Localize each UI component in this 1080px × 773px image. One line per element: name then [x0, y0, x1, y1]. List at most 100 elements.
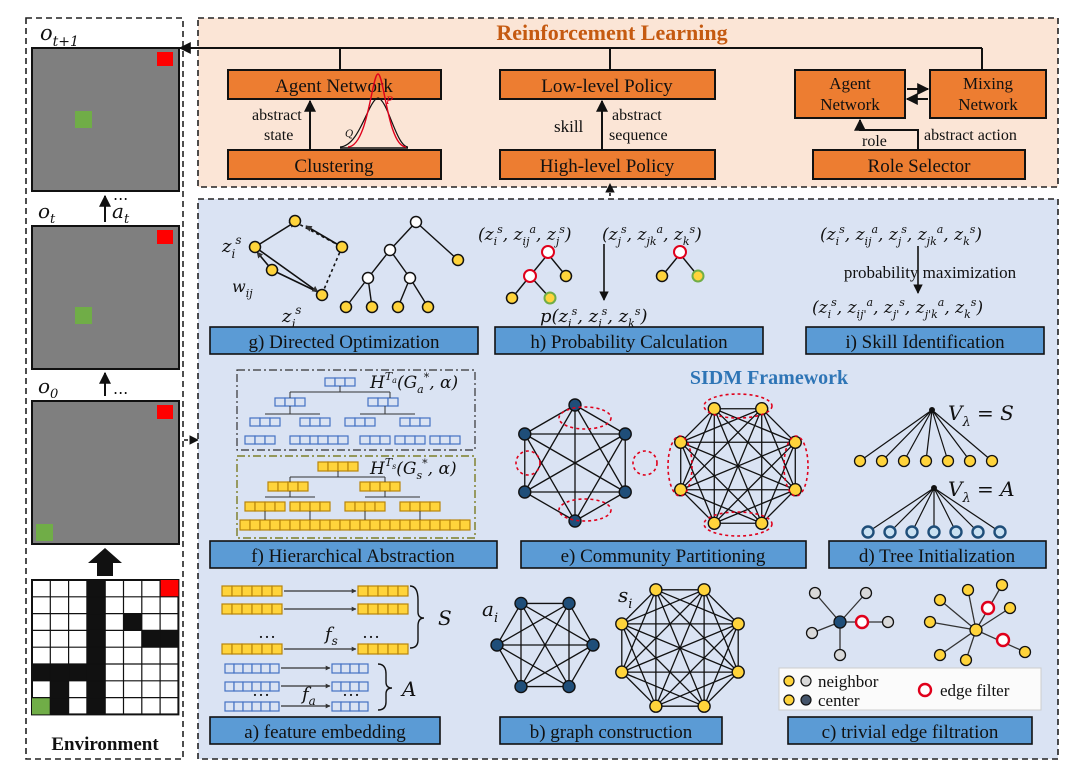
a-block [340, 663, 351, 674]
f-block [449, 519, 461, 531]
a-block [251, 701, 262, 712]
b-graph-edge [621, 589, 657, 673]
a-block [397, 585, 409, 597]
f-block [319, 519, 331, 531]
b-label-box [499, 716, 723, 745]
b-graph-edge [568, 603, 594, 646]
mixing-network-box [929, 69, 1047, 119]
a-block [387, 585, 399, 597]
b-graph-edge [520, 603, 570, 687]
f-block [409, 501, 421, 512]
d-edge [931, 409, 971, 462]
agent-network-2-label-2: Network [820, 95, 880, 114]
c-neighbor [1018, 645, 1032, 659]
environment-label: Environment [51, 734, 159, 755]
f-block [359, 481, 371, 492]
f-block [359, 435, 371, 445]
f-block [309, 519, 321, 531]
a-block [377, 585, 389, 597]
a-block [271, 603, 283, 615]
a-block [377, 643, 389, 655]
a-block [221, 643, 233, 655]
b-graph-construction: ai si b) graph construction [482, 583, 745, 745]
action-ellipsis: ... [113, 185, 128, 204]
f-hierarchical-abstraction: HTa(Ga*, α) HTs(Gs*, α) f) Hierarchical … [209, 369, 498, 569]
obs-ellipsis: ... [113, 379, 128, 398]
b-graph-actions [490, 596, 600, 694]
c-neighbor [923, 615, 937, 629]
c-neighbor [805, 626, 819, 640]
f-block [309, 417, 321, 427]
obs-mid-label: ot [38, 199, 56, 227]
grid-wall [68, 664, 87, 681]
grid-goal [160, 580, 179, 597]
e-graph-node [518, 427, 532, 441]
e-graph-edge [680, 408, 715, 490]
d-edge [933, 487, 979, 533]
a-block [331, 681, 342, 692]
d-edge [931, 409, 949, 462]
c-edge [975, 607, 1011, 631]
d-edge [889, 487, 935, 533]
a-block [251, 603, 263, 615]
a-a-label: A [400, 677, 416, 701]
d-leaf [949, 525, 963, 539]
f-block [399, 519, 411, 531]
a-block [358, 663, 369, 674]
e-community [703, 393, 773, 419]
f-block [364, 417, 376, 427]
f-block [324, 377, 336, 387]
a-block [261, 643, 273, 655]
a-block [397, 603, 409, 615]
distribution-curves: P Q [339, 73, 409, 149]
c-neighbor [995, 578, 1009, 592]
f-block [269, 519, 281, 531]
f-block [377, 397, 389, 407]
b-graph-edge [568, 644, 594, 687]
f-block [277, 481, 289, 492]
f-block [264, 501, 276, 512]
b-graph-edge [703, 623, 739, 707]
e-graph-states [667, 393, 809, 537]
b-graph-node [562, 596, 576, 611]
abstract-state-label-1: abstract [252, 107, 302, 124]
agent-network-2-box [794, 69, 906, 119]
e-graph-edge [574, 491, 626, 522]
b-graph-edge [655, 589, 739, 625]
c-center-label: center [818, 691, 860, 710]
f-block [439, 519, 451, 531]
e-graph-edge [714, 408, 796, 443]
a-block [387, 603, 399, 615]
a-block [358, 681, 369, 692]
f-block [414, 435, 426, 445]
c-filter [995, 632, 1011, 648]
grid-wall [86, 647, 106, 664]
f-block [389, 519, 401, 531]
f-block [394, 435, 406, 445]
a-block [340, 701, 351, 712]
f-block [264, 435, 276, 445]
grid-wall [86, 613, 106, 631]
f-block [409, 417, 421, 427]
b-graph-edge [496, 644, 570, 688]
f-state-tree [239, 461, 471, 531]
c-edge [967, 589, 977, 631]
d-leaf [883, 525, 897, 539]
f-block [259, 519, 271, 531]
d-edge [881, 409, 933, 462]
i-label-box [805, 326, 1045, 355]
grid-wall [50, 680, 69, 698]
f-block [409, 519, 421, 531]
c-neighbor-label: neighbor [818, 672, 879, 691]
f-block [274, 501, 286, 512]
f-block [299, 501, 311, 512]
f-block [354, 417, 366, 427]
g-label-box [209, 326, 479, 355]
e-graph-edge [524, 404, 576, 435]
abstract-seq-label-2: sequence [609, 127, 668, 144]
f-block [429, 501, 441, 512]
f-block [284, 397, 296, 407]
high-level-policy-label: High-level Policy [540, 156, 675, 177]
a-dots-1: … [258, 622, 276, 642]
e-graph-node [755, 516, 769, 530]
